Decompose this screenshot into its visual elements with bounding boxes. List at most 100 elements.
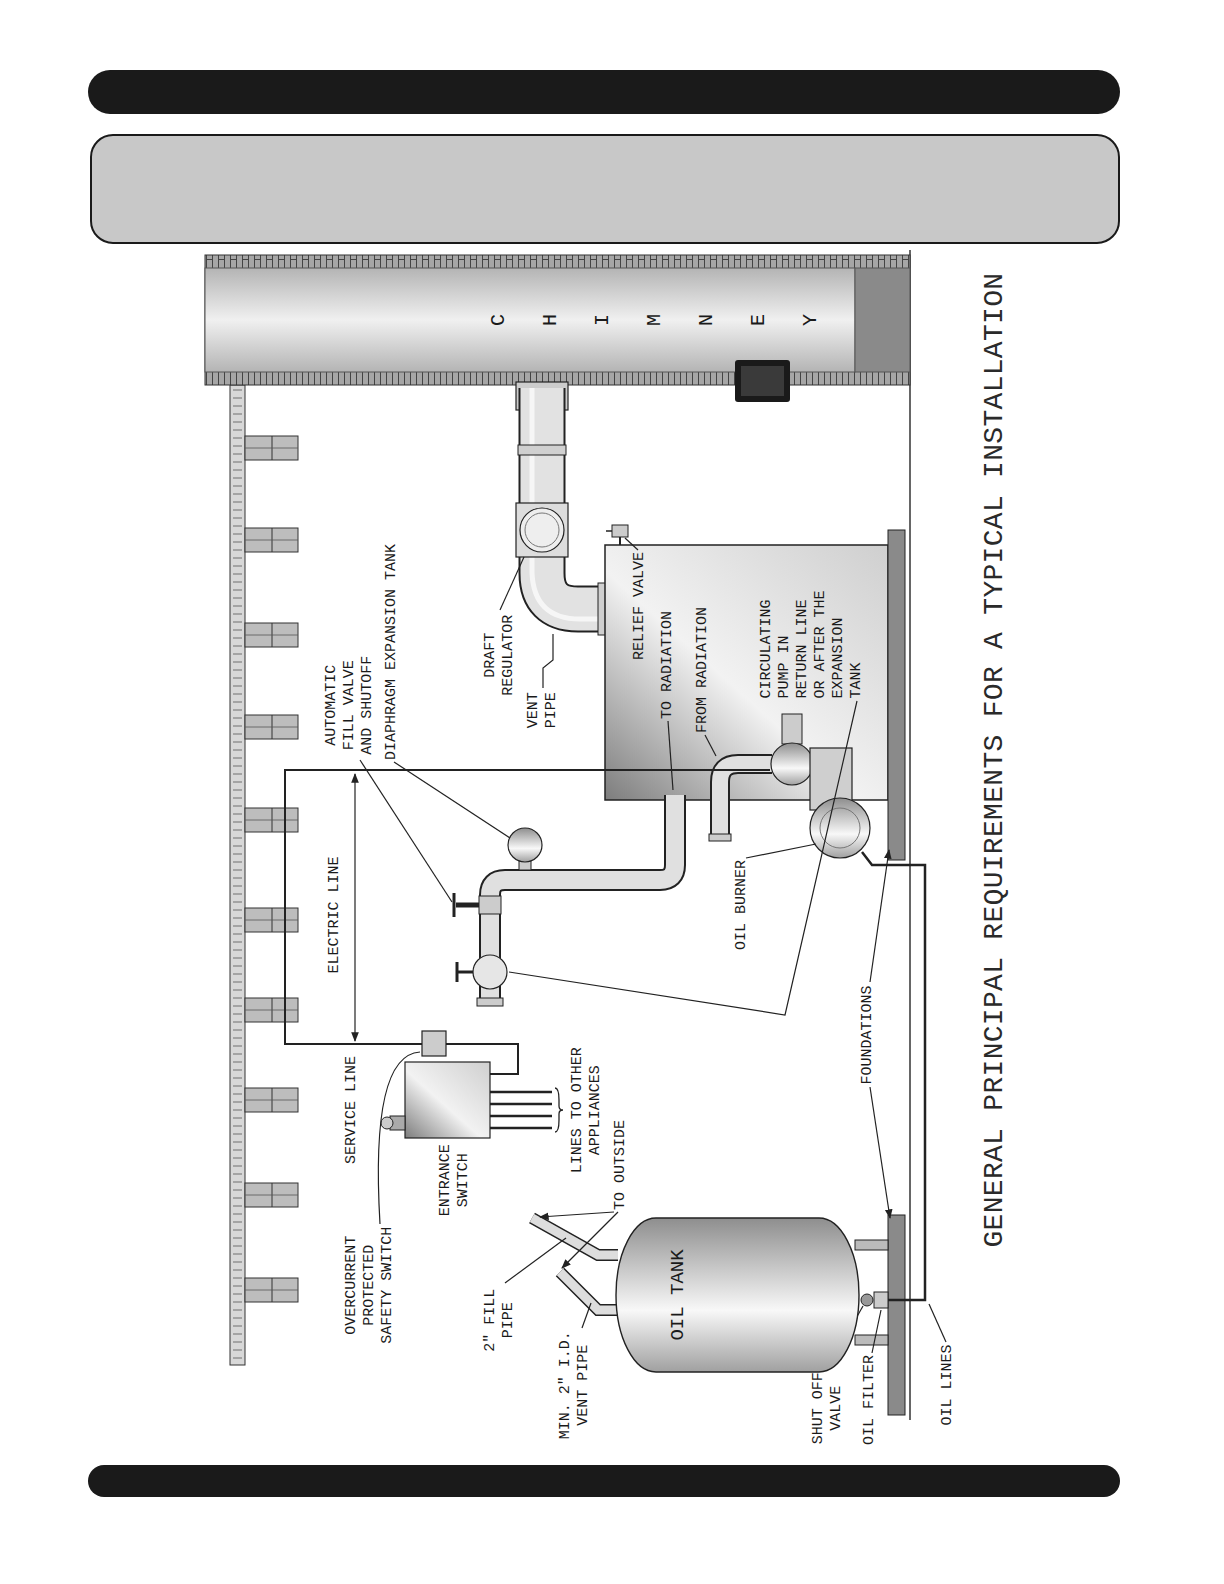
electric-wiring	[381, 1117, 393, 1129]
leader-line	[668, 721, 673, 790]
callout-label: ELECTRIC LINE	[326, 856, 344, 973]
callout-label: OVERCURRENT PROTECTED SAFETY SWITCH	[343, 1224, 397, 1346]
foundation	[888, 530, 905, 1415]
callout-label: RELIEF VALVE	[631, 552, 649, 660]
oil-tank-fittings	[861, 1294, 873, 1306]
joist-line	[245, 540, 298, 541]
joist-line	[245, 635, 298, 636]
callout-label: AUTOMATIC FILL VALVE AND SHUTOFF	[323, 653, 377, 757]
electric-wiring	[555, 1088, 563, 1132]
callout-label: CIRCULATING PUMP IN RETURN LINE OR AFTER…	[758, 586, 866, 699]
flue-pipe	[520, 508, 564, 552]
return-piping	[720, 764, 772, 835]
leader-line	[500, 557, 524, 610]
supply-piping	[477, 998, 503, 1006]
return-piping	[771, 743, 813, 785]
flue-pipe	[525, 513, 559, 547]
callout-label: 2" FILL PIPE	[482, 1287, 518, 1355]
callout-label: TO OUTSIDE	[612, 1120, 630, 1210]
electric-wiring	[422, 1031, 446, 1056]
leader-line	[394, 762, 510, 838]
joist-line	[245, 820, 298, 821]
callout-label: SHUT OFF VALVE	[810, 1370, 846, 1447]
callout-label: OIL BURNER	[733, 860, 751, 950]
chimney-drawing	[205, 255, 910, 402]
leader-line	[543, 634, 553, 688]
callout-label: OIL LINES	[939, 1344, 957, 1425]
foundation	[888, 530, 905, 860]
electric-wiring	[285, 770, 770, 1044]
chimney-drawing	[205, 255, 910, 385]
electric-wiring	[490, 1127, 552, 1130]
supply-piping	[490, 795, 675, 998]
oil-tank-fittings	[560, 1272, 618, 1310]
callout-label: VENT PIPE	[525, 690, 561, 731]
electric-wiring	[490, 1091, 552, 1094]
supply-piping	[490, 795, 675, 998]
joist-line	[245, 1100, 298, 1101]
ceiling	[230, 385, 298, 1365]
callout-label: FOUNDATIONS	[859, 985, 877, 1084]
joist-line	[245, 448, 298, 449]
supply-piping	[458, 971, 473, 974]
flue-pipe	[516, 382, 606, 635]
return-piping	[782, 714, 802, 744]
return-piping	[720, 764, 772, 835]
leader-line	[505, 1238, 566, 1283]
node-text: OIL TANK	[615, 1217, 689, 1373]
chimney-drawing	[205, 268, 855, 372]
drawing-frame: GENERAL PRINCIPAL REQUIREMENTS FOR A TYP…	[200, 250, 1000, 1450]
joist	[245, 623, 298, 647]
supply-piping	[508, 828, 542, 862]
leader-line	[870, 850, 889, 982]
callout-label: MIN. 2" I.D. VENT PIPE	[557, 1329, 593, 1442]
leader-line	[582, 1303, 591, 1328]
electric-wiring	[405, 1062, 490, 1138]
callout-label: ENTRANCE SWITCH	[437, 1142, 473, 1219]
leader-line	[705, 735, 716, 756]
supply-piping	[479, 896, 501, 914]
tank-body	[616, 1218, 859, 1372]
oil-burner	[820, 808, 860, 848]
joist-line	[245, 1195, 298, 1196]
leader-line	[746, 844, 816, 858]
electric-wiring	[490, 1115, 552, 1118]
flue-pipe	[516, 503, 568, 557]
oil-burner	[810, 748, 870, 858]
callout-label: DIAPHRAGM EXPANSION TANK	[383, 544, 401, 760]
supply-piping	[456, 903, 480, 908]
leader-line	[870, 1087, 890, 1218]
oil-tank-fittings	[855, 1240, 888, 1250]
leader-line	[872, 1310, 881, 1353]
leader-line	[354, 774, 355, 1041]
oil-tank-fittings	[532, 1218, 618, 1255]
joist-line	[245, 920, 298, 921]
return-piping	[709, 834, 731, 841]
oil-tank-fittings	[855, 1335, 888, 1345]
node-text: CHIMNEY	[473, 311, 837, 329]
leader-line	[540, 1212, 614, 1217]
caption: GENERAL PRINCIPAL REQUIREMENTS FOR A TYP…	[979, 273, 1011, 1248]
supply-piping	[456, 962, 459, 982]
header-panel	[91, 135, 1119, 243]
callout-label: TO RADIATION	[659, 611, 677, 719]
leader-line	[509, 701, 857, 1015]
oil-tank-fittings	[532, 1218, 618, 1255]
joist	[245, 908, 298, 932]
boiler	[606, 530, 612, 532]
joist	[245, 808, 298, 832]
ceiling	[230, 385, 245, 1365]
supply-piping	[454, 795, 675, 1006]
joist	[245, 436, 298, 460]
oil-burner	[810, 798, 870, 858]
flue-pipe	[518, 445, 566, 455]
flue-pipe	[542, 388, 606, 609]
callout-label: OIL FILTER	[861, 1355, 879, 1445]
callout-label: DRAFT REGULATOR	[482, 613, 518, 699]
tank-outline	[615, 1217, 860, 1373]
chimney-drawing	[855, 268, 910, 372]
floor-line	[910, 250, 911, 1420]
leader-line	[929, 1304, 946, 1342]
electric-wiring	[490, 1103, 552, 1106]
chimney: CHIMNEY	[205, 255, 910, 385]
